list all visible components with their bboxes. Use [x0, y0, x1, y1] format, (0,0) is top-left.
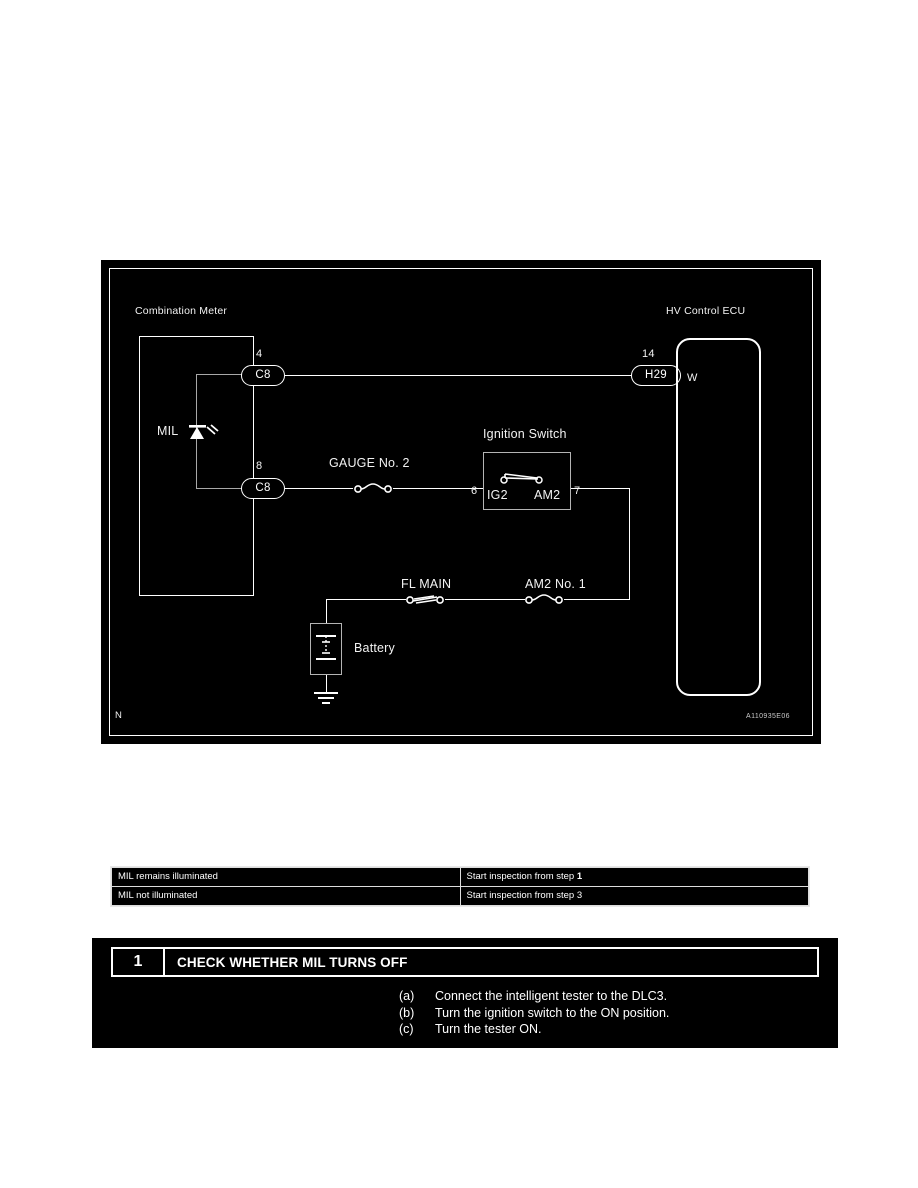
ignition-power-wire-vertical — [629, 488, 630, 599]
step-title: CHECK WHETHER MIL TURNS OFF — [177, 954, 408, 970]
battery-label: Battery — [354, 641, 395, 655]
result-action-step: 1 — [576, 871, 583, 882]
gauge-wire-left — [285, 488, 353, 489]
instruction-text: Connect the intelligent tester to the DL… — [435, 989, 668, 1003]
connector-pin-14-number: 14 — [642, 348, 655, 360]
fl-main-fuse-icon — [405, 593, 445, 607]
connector-c8-pin8: C8 — [241, 478, 285, 499]
battery-box — [310, 623, 342, 675]
instruction-item: (a) Connect the intelligent tester to th… — [399, 988, 669, 1005]
gauge-fuse-icon — [353, 482, 393, 496]
step-block: 1 CHECK WHETHER MIL TURNS OFF (a) Connec… — [92, 938, 838, 1048]
mil-bottom-branch-wire — [196, 488, 254, 489]
result-action-text: Start inspection from step — [466, 871, 577, 882]
result-action: Start inspection from step 1 — [459, 867, 809, 887]
am2-fuse-icon — [524, 593, 564, 607]
instruction-text: Turn the ignition switch to the ON posit… — [435, 1005, 670, 1020]
table-row: MIL not illuminated Start inspection fro… — [111, 886, 809, 906]
ground-symbol-icon — [310, 691, 342, 707]
ignition-power-wire-top — [571, 488, 629, 489]
am2-to-flmain-wire — [445, 599, 525, 600]
am2-fuse-label: AM2 No. 1 — [525, 577, 586, 591]
instruction-marker: (c) — [399, 1022, 414, 1036]
connector-c8-pin4: C8 — [241, 365, 285, 386]
fl-main-fuse-label: FL MAIN — [401, 577, 452, 591]
ignition-pin-7-number: 7 — [574, 485, 581, 497]
result-condition: MIL remains illuminated — [111, 867, 461, 887]
result-action-step: 3 — [576, 890, 583, 901]
connector-pin-4-number: 4 — [256, 348, 263, 360]
result-condition: MIL not illuminated — [111, 886, 461, 906]
gauge-fuse-label: GAUGE No. 2 — [329, 456, 410, 470]
mil-signal-wire — [285, 375, 633, 376]
combination-meter-box — [139, 336, 254, 596]
step-number: 1 — [113, 949, 165, 975]
gauge-wire-right — [393, 488, 483, 489]
ignition-pin-6-number: 6 — [471, 485, 478, 497]
table-row: MIL remains illuminated Start inspection… — [111, 867, 809, 887]
mil-top-branch-wire — [196, 374, 254, 375]
result-action-text: Start inspection from step — [466, 890, 577, 901]
step-instructions: (a) Connect the intelligent tester to th… — [399, 988, 669, 1038]
mil-label: MIL — [157, 424, 179, 438]
result-table-body: MIL remains illuminated Start inspection… — [111, 867, 809, 906]
connector-h29-pin14: H29 — [631, 365, 681, 386]
wire-color-label: W — [687, 372, 698, 384]
ignition-switch-box — [483, 452, 571, 510]
flmain-to-battery-wire — [326, 599, 406, 600]
battery-positive-wire — [326, 599, 327, 623]
diagram-corner-mark: N — [115, 710, 123, 721]
instruction-text: Turn the tester ON. — [435, 1022, 542, 1036]
battery-cells-icon — [310, 623, 342, 675]
result-table: MIL remains illuminated Start inspection… — [110, 866, 810, 907]
ignition-switch-contact-icon — [497, 461, 559, 487]
instruction-marker: (a) — [399, 989, 415, 1003]
battery-ground-wire — [326, 675, 327, 693]
instruction-marker: (b) — [399, 1005, 415, 1020]
step-header: 1 CHECK WHETHER MIL TURNS OFF — [111, 947, 819, 977]
hv-control-ecu-box — [676, 338, 761, 696]
result-action: Start inspection from step 3 — [459, 886, 809, 906]
connector-pin-8-number: 8 — [256, 460, 263, 472]
wiring-diagram-panel: N A110935E06 Combination Meter HV Contro… — [101, 260, 821, 744]
instruction-item: (b) Turn the ignition switch to the ON p… — [399, 1005, 669, 1022]
instruction-item: (c) Turn the tester ON. — [399, 1021, 669, 1038]
combination-meter-label: Combination Meter — [135, 305, 228, 317]
am2-wire-right — [564, 599, 630, 600]
hv-control-ecu-label: HV Control ECU — [666, 305, 746, 317]
ignition-terminal-am2: AM2 — [534, 488, 561, 502]
mil-led-icon — [187, 418, 219, 444]
diagram-inner-border — [109, 268, 813, 736]
figure-code: A110935E06 — [746, 713, 790, 720]
ignition-terminal-ig2: IG2 — [487, 488, 508, 502]
ignition-switch-label: Ignition Switch — [483, 427, 567, 441]
